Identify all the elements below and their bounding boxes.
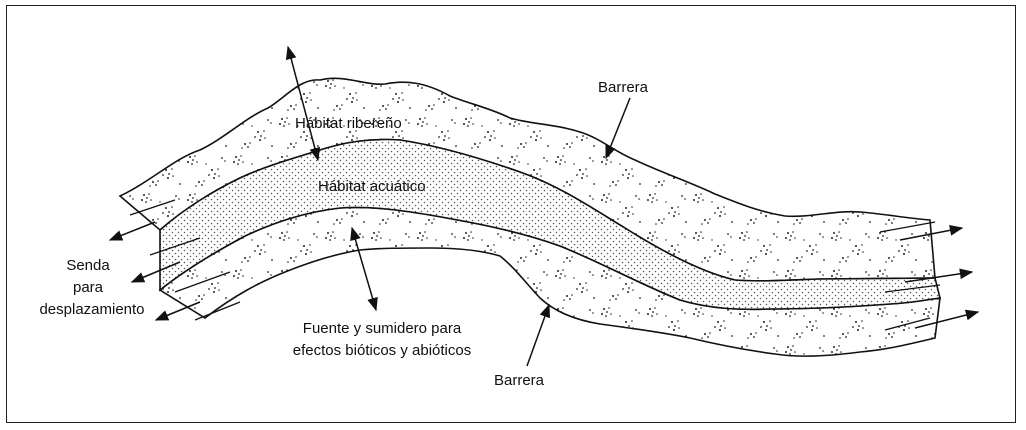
source-sink-label-line1: Fuente y sumidero para <box>303 320 462 337</box>
barrier-arrow-bottom <box>527 305 549 366</box>
barrier-label-top: Barrera <box>598 79 649 96</box>
movement-arrow-left-1 <box>110 222 155 240</box>
aquatic-habitat-label: Hábitat acuático <box>318 178 426 195</box>
riparian-habitat-label: Hábitat ribereño <box>295 115 402 132</box>
source-sink-label-line2: efectos bióticos y abióticos <box>293 342 471 359</box>
corridor-label-line1: Senda <box>66 257 110 274</box>
barrier-arrow-top <box>606 98 630 158</box>
corridor-label-line3: desplazamiento <box>39 301 144 318</box>
barrier-label-bottom: Barrera <box>494 372 545 389</box>
corridor-label-line2: para <box>73 279 104 296</box>
